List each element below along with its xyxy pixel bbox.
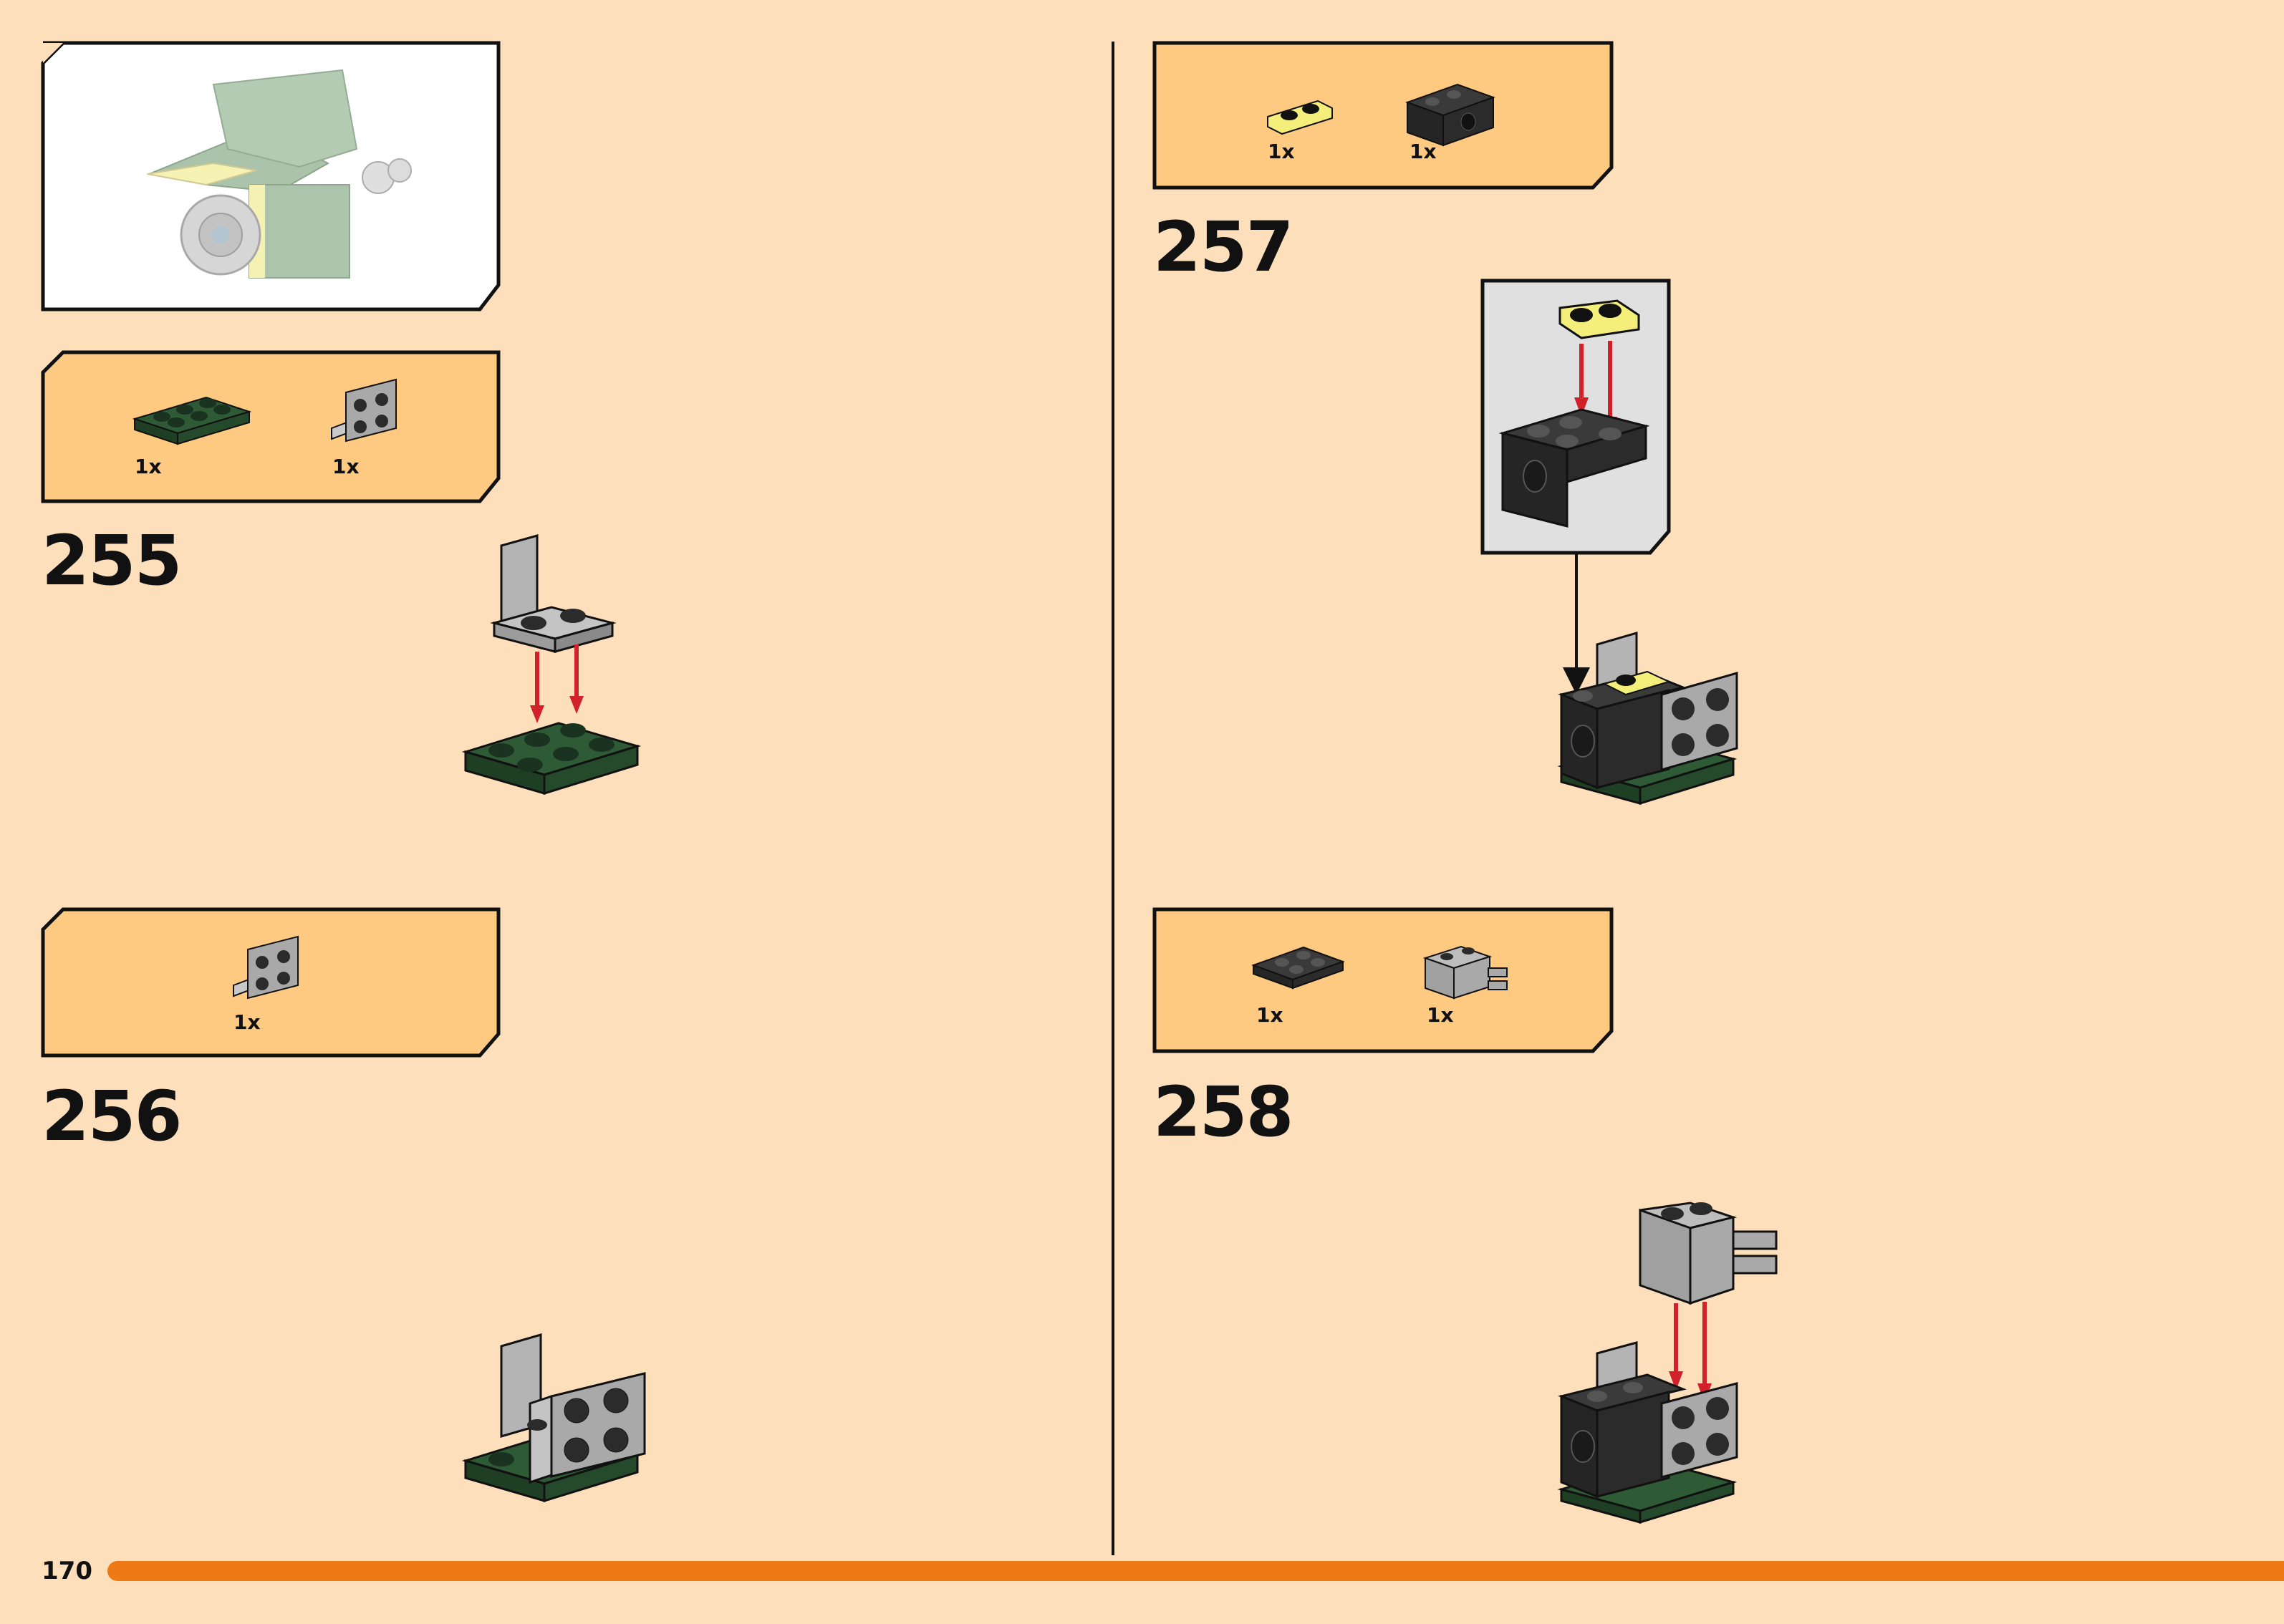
step-number: 256 xyxy=(42,1076,182,1156)
assembly-step-256 xyxy=(461,1333,646,1503)
model-preview-box xyxy=(41,41,501,311)
part-qty: 1x xyxy=(233,1010,261,1034)
page-number: 170 xyxy=(42,1557,92,1585)
black-plate-2x2-icon xyxy=(1251,946,1345,990)
yellow-plate-1x2-icon xyxy=(1267,100,1333,135)
black-technic-brick-icon xyxy=(1405,83,1495,147)
parts-box-step-255 xyxy=(41,350,501,503)
callout-pointer-line xyxy=(1575,553,1578,675)
gray-bracket-2x2-icon xyxy=(233,935,299,1000)
assembly-step-255 xyxy=(461,534,642,796)
page-divider xyxy=(1112,42,1114,1555)
parts-box-step-258 xyxy=(1152,907,1614,1053)
step-number: 255 xyxy=(42,521,182,601)
step-number: 257 xyxy=(1153,207,1293,287)
assembly-step-257 xyxy=(1557,632,1738,806)
part-qty: 1x xyxy=(332,455,360,478)
part-qty: 1x xyxy=(1427,1003,1454,1027)
assembly-step-258 xyxy=(1557,1202,1778,1524)
dark-green-plate-2x3-icon xyxy=(132,396,252,445)
callout-arrowhead xyxy=(1563,667,1590,695)
parts-box-step-256 xyxy=(41,907,501,1058)
parts-box-step-257 xyxy=(1152,41,1614,190)
part-qty: 1x xyxy=(1410,140,1437,163)
gray-bracket-2x2-icon xyxy=(331,378,397,443)
progress-bar xyxy=(107,1561,2284,1581)
step-number: 258 xyxy=(1153,1072,1293,1152)
part-qty: 1x xyxy=(135,455,162,478)
part-qty: 1x xyxy=(1268,140,1295,163)
part-qty: 1x xyxy=(1256,1003,1283,1027)
model-preview-illustration xyxy=(146,69,412,279)
gray-brick-with-pins-icon xyxy=(1422,945,1508,1000)
callout-step-257 xyxy=(1480,279,1671,555)
